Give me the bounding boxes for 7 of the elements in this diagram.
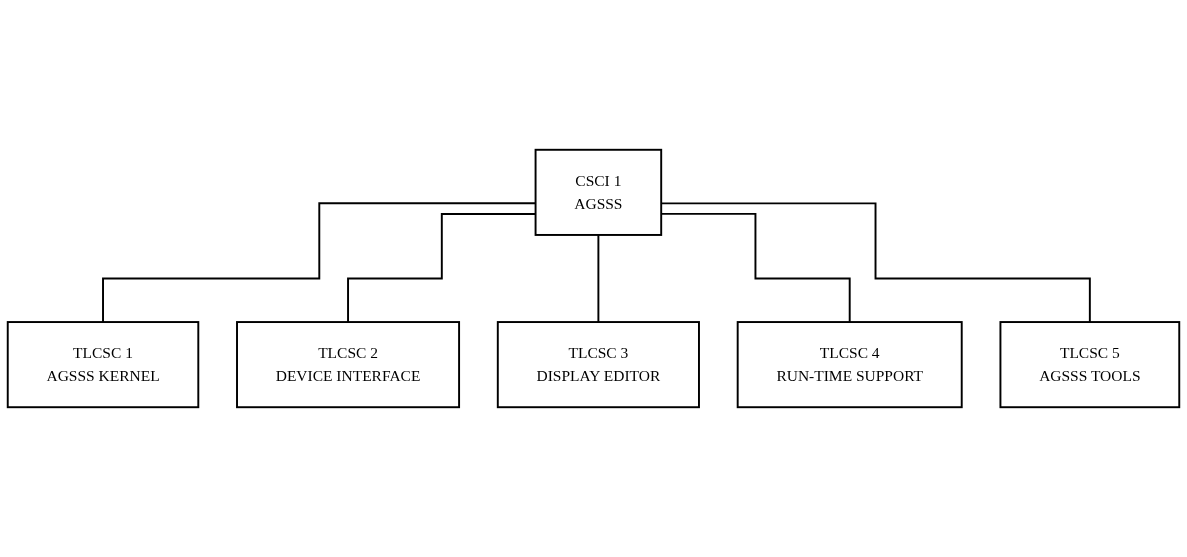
node-box: TLCSC 1 AGSSS KERNEL bbox=[6, 321, 200, 409]
connector bbox=[597, 234, 600, 324]
node-box: TLCSC 5 AGSSS TOOLS bbox=[999, 321, 1181, 409]
node-box: TLCSC 4 RUN-TIME SUPPORT bbox=[736, 321, 963, 409]
node-box: TLCSC 2 DEVICE INTERFACE bbox=[236, 321, 461, 409]
node-box: CSCI 1 AGSSS bbox=[534, 148, 663, 236]
node-box: TLCSC 3 DISPLAY EDITOR bbox=[496, 321, 700, 409]
